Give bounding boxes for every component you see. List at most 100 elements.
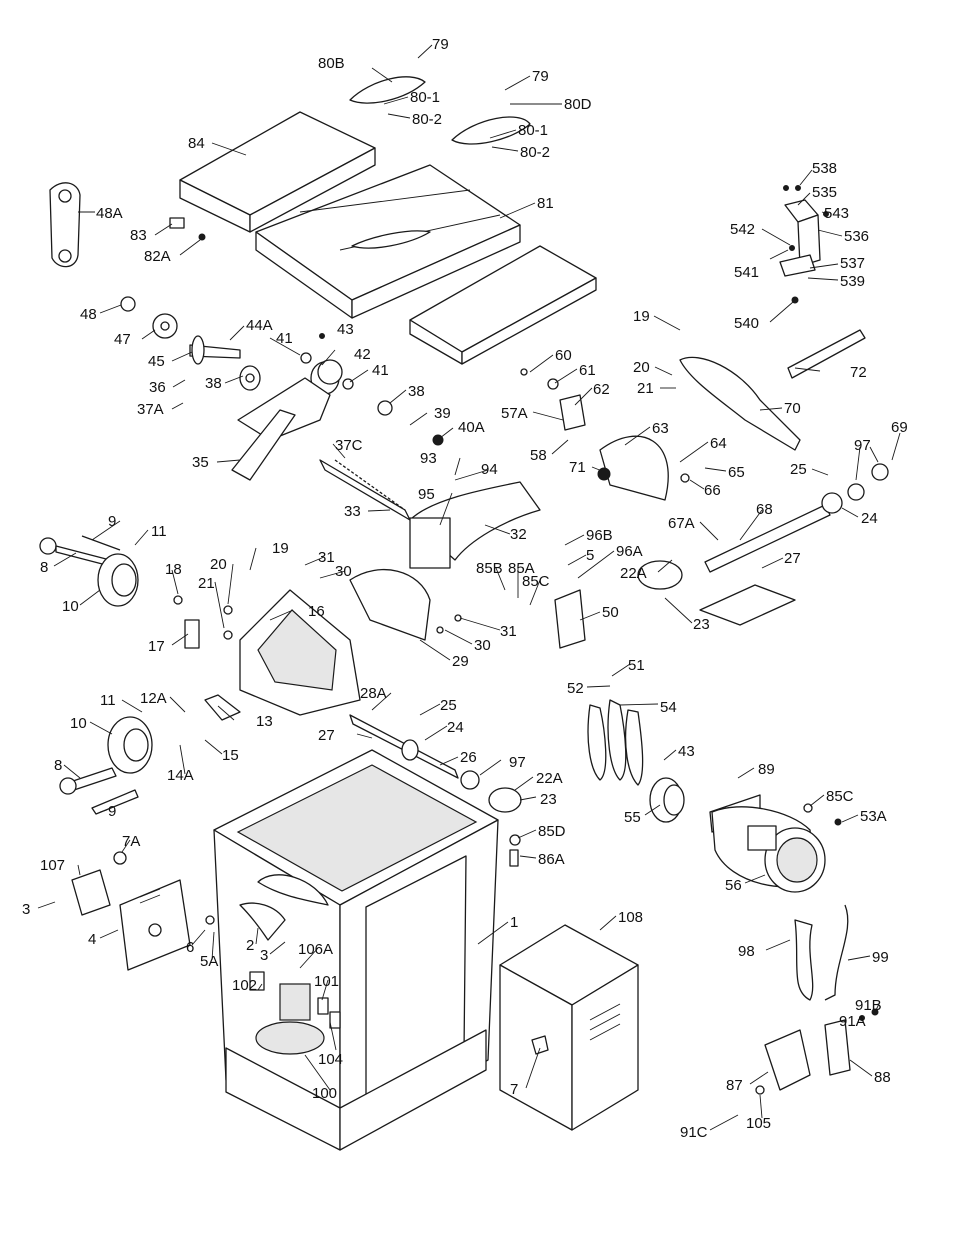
callout-26: 26 — [460, 749, 477, 766]
callout-84: 84 — [188, 135, 205, 152]
callout-537: 537 — [840, 255, 865, 272]
callout-80-2: 80-2 — [520, 144, 550, 161]
callout-98: 98 — [738, 943, 755, 960]
callout-22A: 22A — [620, 565, 647, 582]
trunnion-assembly — [239, 356, 801, 716]
motor-and-drive — [587, 699, 842, 893]
callout-80B: 80B — [318, 55, 345, 72]
callout-86A: 86A — [538, 851, 565, 868]
callout-80D: 80D — [564, 96, 592, 113]
callout-540: 540 — [734, 315, 759, 332]
callout-2: 2 — [246, 937, 254, 954]
callout-21: 21 — [637, 380, 654, 397]
callout-543: 543 — [824, 205, 849, 222]
callout-16: 16 — [308, 603, 325, 620]
callout-67A: 67A — [668, 515, 695, 532]
callout-65: 65 — [728, 464, 745, 481]
callout-102: 102 — [232, 977, 257, 994]
callout-6: 6 — [186, 939, 194, 956]
callout-25: 25 — [790, 461, 807, 478]
callout-20: 20 — [633, 359, 650, 376]
callout-85A: 85A — [508, 560, 535, 577]
callout-14A: 14A — [167, 767, 194, 784]
callout-13: 13 — [256, 713, 273, 730]
callout-55: 55 — [624, 809, 641, 826]
callout-48: 48 — [80, 306, 97, 323]
callout-23: 23 — [693, 616, 710, 633]
callout-94: 94 — [481, 461, 498, 478]
callout-58: 58 — [530, 447, 547, 464]
callout-5: 5 — [586, 547, 594, 564]
callout-30: 30 — [335, 563, 352, 580]
callout-47: 47 — [114, 331, 131, 348]
callout-36: 36 — [149, 379, 166, 396]
callout-66: 66 — [704, 482, 721, 499]
callout-536: 536 — [844, 228, 869, 245]
callout-7: 7 — [510, 1081, 518, 1098]
callout-9: 9 — [108, 803, 116, 820]
callout-97: 97 — [509, 754, 526, 771]
callout-91A: 91A — [839, 1013, 866, 1030]
callout-23: 23 — [540, 791, 557, 808]
callout-57A: 57A — [501, 405, 528, 422]
callout-82A: 82A — [144, 248, 171, 265]
callout-51: 51 — [628, 657, 645, 674]
switch-assembly — [531, 904, 879, 1095]
callout-71: 71 — [569, 459, 586, 476]
callout-27: 27 — [318, 727, 335, 744]
callout-96A: 96A — [616, 543, 643, 560]
callout-19: 19 — [633, 308, 650, 325]
callout-91C: 91C — [680, 1124, 708, 1141]
callout-27: 27 — [784, 550, 801, 567]
callout-29: 29 — [452, 653, 469, 670]
callout-99: 99 — [872, 949, 889, 966]
callout-85C: 85C — [522, 573, 550, 590]
callout-12A: 12A — [140, 690, 167, 707]
callout-22A: 22A — [536, 770, 563, 787]
callout-79: 79 — [532, 68, 549, 85]
callout-3: 3 — [22, 901, 30, 918]
callout-104: 104 — [318, 1051, 343, 1068]
callout-1: 1 — [510, 914, 518, 931]
motor-cover-108 — [499, 924, 639, 1131]
leader-lines — [37, 44, 901, 1131]
callout-7A: 7A — [122, 833, 140, 850]
callout-538: 538 — [812, 160, 837, 177]
callout-93: 93 — [420, 450, 437, 467]
callout-106A: 106A — [298, 941, 333, 958]
callout-19: 19 — [272, 540, 289, 557]
callout-45: 45 — [148, 353, 165, 370]
callout-100: 100 — [312, 1085, 337, 1102]
callout-85C: 85C — [826, 788, 854, 805]
callout-85B: 85B — [476, 560, 503, 577]
callout-60: 60 — [555, 347, 572, 364]
callout-105: 105 — [746, 1115, 771, 1132]
callout-28A: 28A — [360, 685, 387, 702]
callout-44A: 44A — [246, 317, 273, 334]
callout-31: 31 — [318, 549, 335, 566]
callout-25: 25 — [440, 697, 457, 714]
callout-69: 69 — [891, 419, 908, 436]
callout-85D: 85D — [538, 823, 566, 840]
callout-72: 72 — [850, 364, 867, 381]
callout-542: 542 — [730, 221, 755, 238]
callout-32: 32 — [510, 526, 527, 543]
callout-9: 9 — [108, 513, 116, 530]
callout-95: 95 — [418, 486, 435, 503]
callout-88: 88 — [874, 1069, 891, 1086]
switch-bracket-upper — [779, 185, 829, 304]
callout-107: 107 — [40, 857, 65, 874]
callout-15: 15 — [222, 747, 239, 764]
callout-83: 83 — [130, 227, 147, 244]
callout-52: 52 — [567, 680, 584, 697]
callout-80-2: 80-2 — [412, 111, 442, 128]
callout-81: 81 — [537, 195, 554, 212]
callout-20: 20 — [210, 556, 227, 573]
callout-41: 41 — [372, 362, 389, 379]
callout-38: 38 — [205, 375, 222, 392]
callout-39: 39 — [434, 405, 451, 422]
callout-8: 8 — [54, 757, 62, 774]
callout-42: 42 — [354, 346, 371, 363]
callout-541: 541 — [734, 264, 759, 281]
callout-4: 4 — [88, 931, 96, 948]
